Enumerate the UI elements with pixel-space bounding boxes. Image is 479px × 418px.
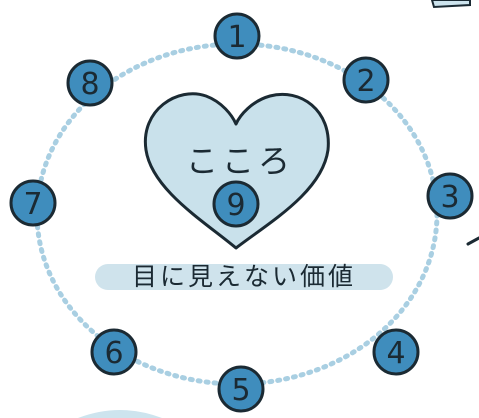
node-number: 6 xyxy=(104,336,123,371)
node-number: 1 xyxy=(227,20,246,55)
heart-label: こころ xyxy=(186,142,294,180)
node-2: 2 xyxy=(342,56,390,104)
node-number: 7 xyxy=(23,187,42,222)
caption-band xyxy=(95,264,393,290)
node-circle xyxy=(213,12,261,60)
node-circle xyxy=(90,328,138,376)
node-7: 7 xyxy=(9,179,57,227)
node-number: 8 xyxy=(80,67,99,102)
node-number: 5 xyxy=(231,373,250,408)
node-number: 4 xyxy=(386,336,405,371)
node-circle xyxy=(217,365,265,413)
node-4: 4 xyxy=(372,328,420,376)
top-right-shape-fragment xyxy=(430,0,471,9)
node-6: 6 xyxy=(90,328,138,376)
bottom-left-shape-fragment xyxy=(78,410,162,418)
node-circle xyxy=(66,59,114,107)
node-number: 3 xyxy=(440,180,459,215)
node-3: 3 xyxy=(426,172,474,220)
heart-shape: こころ 9 xyxy=(143,92,330,250)
node-number: 2 xyxy=(356,64,375,99)
caption: 目に見えない価値 xyxy=(95,262,393,291)
node-5: 5 xyxy=(217,365,265,413)
node-circle xyxy=(426,172,474,220)
corner-shapes xyxy=(78,0,479,418)
node-1: 1 xyxy=(213,12,261,60)
heart-icon xyxy=(143,92,330,250)
center-node-circle xyxy=(212,180,260,228)
node-circle xyxy=(372,328,420,376)
right-edge-mark xyxy=(466,236,479,246)
caption-text: 目に見えない価値 xyxy=(132,262,356,291)
node-8: 8 xyxy=(66,59,114,107)
node-circle xyxy=(342,56,390,104)
center-node-number: 9 xyxy=(226,188,245,223)
node-circle xyxy=(9,179,57,227)
